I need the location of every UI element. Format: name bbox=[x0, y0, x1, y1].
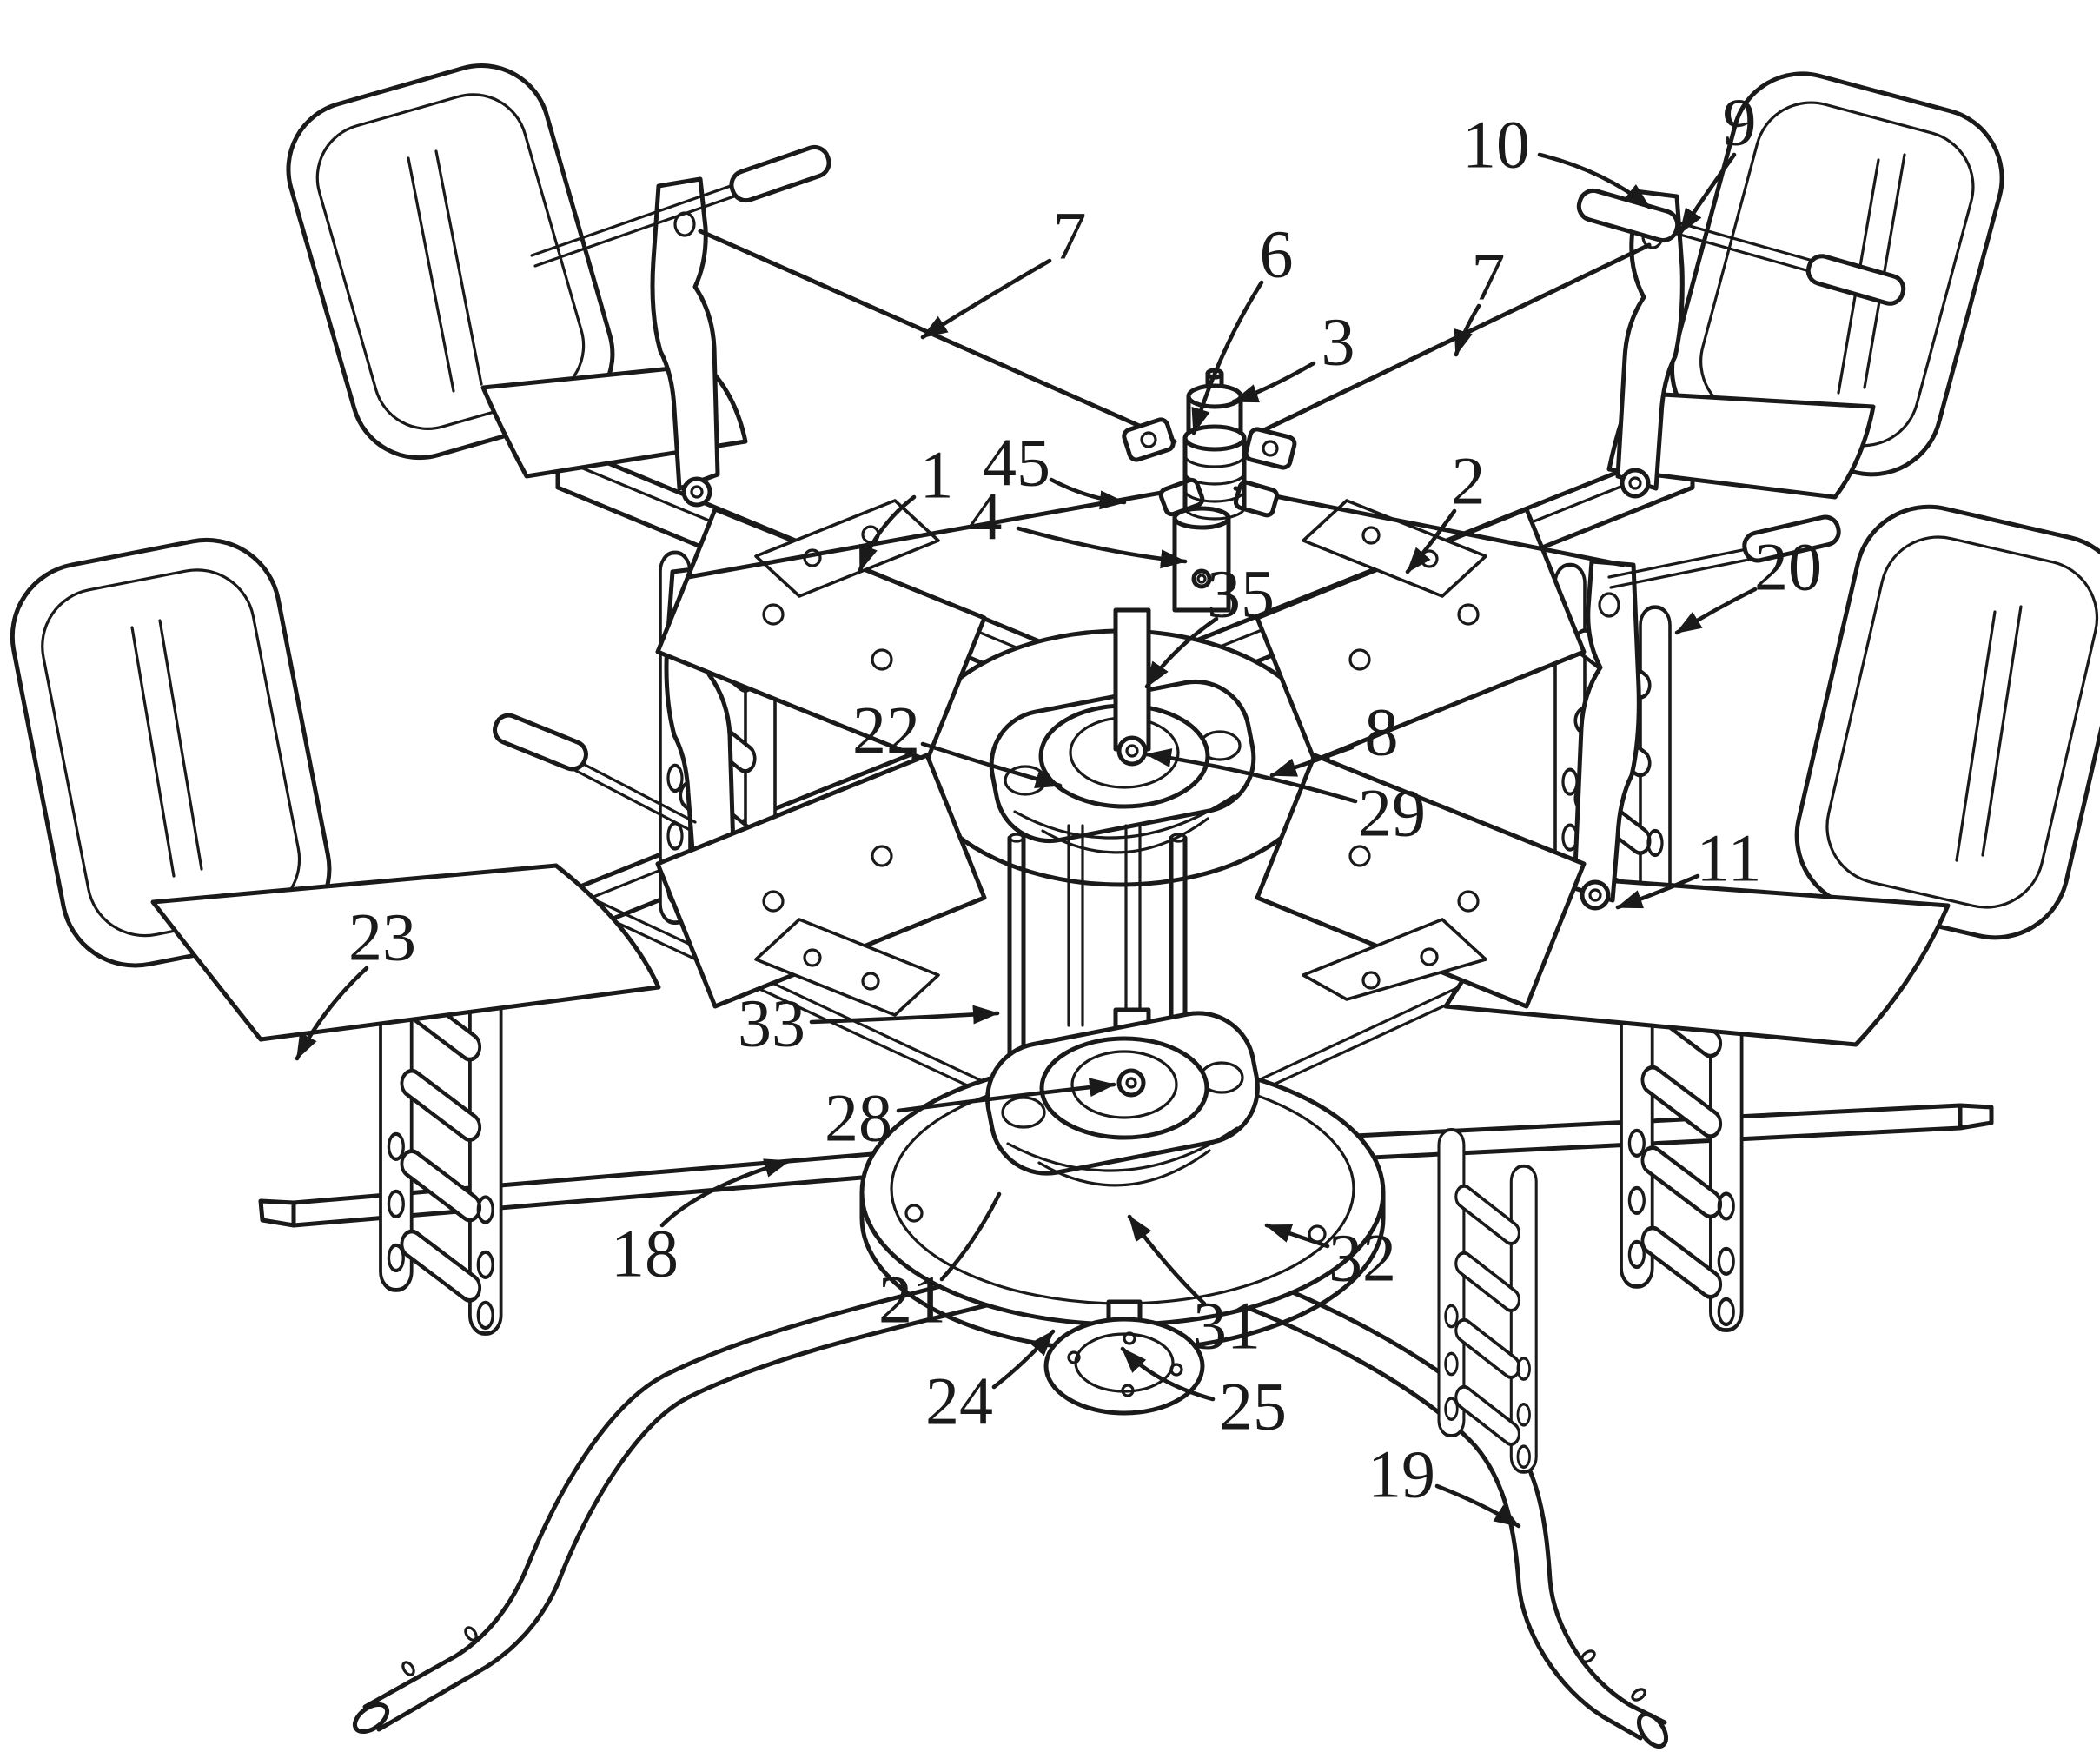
seat-top-right bbox=[1576, 71, 2004, 500]
leg-front-left bbox=[362, 1259, 1033, 1709]
ref-label-28: 28 bbox=[825, 1080, 892, 1156]
lower-center-bolt bbox=[1116, 1068, 1146, 1098]
leader-line-35 bbox=[1144, 616, 1219, 689]
leader-line-24 bbox=[991, 1329, 1056, 1390]
ref-label-7: 7 bbox=[1053, 198, 1087, 274]
ref-label-21: 21 bbox=[878, 1262, 946, 1337]
handle-grip bbox=[729, 144, 831, 203]
ref-label-32: 32 bbox=[1328, 1220, 1396, 1296]
ref-label-20: 20 bbox=[1754, 529, 1822, 605]
handle-grip bbox=[493, 713, 588, 772]
seat-lever bbox=[650, 176, 720, 491]
ref-label-24: 24 bbox=[925, 1364, 993, 1439]
ref-label-7: 7 bbox=[1472, 239, 1506, 315]
center-column bbox=[1113, 607, 1151, 752]
ref-label-11: 11 bbox=[1696, 820, 1761, 896]
rod-clamp bbox=[1243, 427, 1297, 470]
rod-clamp bbox=[1122, 417, 1176, 462]
ref-label-35: 35 bbox=[1207, 556, 1275, 632]
lever-pivot bbox=[681, 476, 712, 508]
leader-line-19 bbox=[1434, 1483, 1521, 1529]
cross-plate-assembly bbox=[655, 499, 1587, 1017]
leader-line-45 bbox=[1049, 477, 1127, 510]
leader-line-23 bbox=[295, 966, 369, 1061]
ref-label-22: 22 bbox=[852, 693, 920, 768]
leader-line-3 bbox=[1231, 361, 1316, 404]
ref-label-25: 25 bbox=[1219, 1369, 1287, 1444]
leader-line-22 bbox=[920, 741, 1063, 788]
ref-label-4: 4 bbox=[969, 479, 1003, 554]
ref-label-6: 6 bbox=[1260, 216, 1294, 292]
tension-rod bbox=[1233, 486, 1626, 567]
leader-line-31 bbox=[1127, 1214, 1207, 1306]
seat-lever bbox=[1572, 559, 1641, 903]
leader-line-33 bbox=[809, 1005, 1000, 1025]
seat-mid-left bbox=[10, 537, 736, 1042]
ref-label-23: 23 bbox=[348, 899, 416, 975]
leader-line-11 bbox=[1615, 873, 1700, 910]
leg-front-right bbox=[1212, 1259, 1667, 1725]
leader-line-1 bbox=[858, 494, 917, 573]
ref-label-29: 29 bbox=[1358, 775, 1426, 851]
seat-top-left bbox=[286, 63, 831, 508]
ref-label-8: 8 bbox=[1365, 694, 1399, 770]
leader-line-32 bbox=[1264, 1223, 1330, 1249]
lever-pivot bbox=[1580, 879, 1611, 911]
tension-rod bbox=[698, 229, 1177, 444]
leader-line-7 bbox=[1454, 303, 1481, 357]
ref-label-3: 3 bbox=[1322, 304, 1355, 380]
seat-pan bbox=[150, 863, 661, 1042]
hub-cap bbox=[1186, 383, 1243, 409]
ref-label-18: 18 bbox=[611, 1216, 679, 1291]
leader-line-29 bbox=[1144, 748, 1358, 804]
handle-grip bbox=[1805, 254, 1906, 306]
plate-arm-se bbox=[1255, 753, 1587, 1009]
linkage-assembly bbox=[686, 229, 1652, 766]
center-shaft-lower bbox=[985, 1007, 1260, 1187]
ref-label-10: 10 bbox=[1462, 107, 1530, 182]
seat-lever bbox=[1615, 189, 1685, 491]
base-frame bbox=[258, 1103, 1994, 1749]
ref-label-9: 9 bbox=[1723, 84, 1757, 160]
seat-mid-right bbox=[1443, 504, 2100, 1047]
ref-label-31: 31 bbox=[1193, 1288, 1261, 1364]
ref-label-2: 2 bbox=[1452, 443, 1486, 519]
ref-label-33: 33 bbox=[738, 986, 805, 1061]
leader-line-6 bbox=[1191, 280, 1264, 435]
backrest bbox=[286, 63, 615, 461]
leader-line-9 bbox=[1678, 152, 1737, 236]
leader-line-28 bbox=[896, 1078, 1116, 1113]
leader-line-10 bbox=[1537, 152, 1652, 209]
ref-label-1: 1 bbox=[920, 437, 954, 513]
ref-label-45: 45 bbox=[983, 425, 1050, 501]
leader-line-2 bbox=[1405, 508, 1457, 574]
leader-line-18 bbox=[659, 1158, 792, 1228]
tension-rod bbox=[1249, 242, 1652, 439]
leader-line-7 bbox=[920, 258, 1052, 340]
leader-line-21 bbox=[939, 1191, 1002, 1282]
lever-pivot bbox=[1620, 468, 1651, 499]
upper-center-bolt bbox=[1116, 735, 1148, 766]
leader-line-25 bbox=[1120, 1346, 1216, 1402]
leader-line-8 bbox=[1269, 745, 1355, 778]
ref-label-19: 19 bbox=[1368, 1437, 1435, 1512]
handle-grip bbox=[1742, 514, 1841, 563]
leader-line-20 bbox=[1674, 587, 1758, 635]
leader-line-4 bbox=[1016, 526, 1188, 569]
plate-arm-sw bbox=[655, 753, 987, 1009]
